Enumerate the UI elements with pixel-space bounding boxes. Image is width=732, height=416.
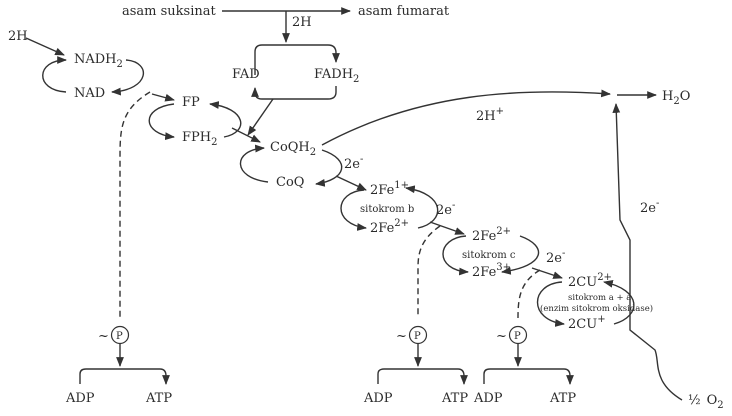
phosphate-symbol-2: P	[414, 331, 421, 342]
fp-label: FP	[182, 95, 200, 110]
fadh2-label: FADH2	[314, 67, 359, 85]
cyt-b-cycle-right-arrow	[405, 185, 439, 229]
coq-cycle-right-arrow	[315, 149, 343, 187]
cyt-c-top-label: 2Fe2+	[472, 226, 511, 244]
electrons-label-1: 2e-	[344, 154, 363, 172]
left-2h-label: 2H	[8, 29, 28, 44]
cyt-b-name: sitokrom b	[360, 204, 414, 215]
nadh2-label: NADH2	[74, 52, 123, 70]
atp-label-1: ATP	[145, 391, 172, 406]
adp-to-atp-arrow-2	[377, 368, 468, 385]
cyt-a-subname: (enzim sitokrom oksidase)	[540, 303, 653, 314]
coqh2-label: CoQH2	[270, 140, 316, 158]
water-label: H2O	[662, 89, 690, 107]
coq-to-cyt-b-arrow	[335, 175, 367, 191]
fadh2-to-coq-arrow	[247, 98, 274, 136]
fph2-to-coq-arrow	[231, 127, 261, 143]
atp-label-3: ATP	[549, 391, 576, 406]
phosphate-circle-2	[408, 325, 428, 345]
proton-to-water-arrow	[321, 89, 611, 146]
nad-label: NAD	[74, 86, 105, 101]
cyt-c-cycle-right-arrow	[501, 235, 540, 275]
cyt-b-top-label: 2Fe1+	[370, 180, 409, 198]
cyt-a-cycle-right-arrow	[603, 279, 635, 325]
phosphorylation-dashed-link-3	[517, 269, 541, 319]
succinate-2h-label: 2H	[292, 15, 312, 30]
cyt-b-bottom-label: 2Fe2+	[370, 218, 409, 236]
cyt-b-cycle-left-arrow	[340, 189, 367, 231]
cyt-c-name: sitokrom c	[462, 250, 516, 261]
adp-label-2: ADP	[363, 391, 393, 406]
coq-cycle-left-arrow	[239, 144, 269, 183]
cyt-b-to-cyt-c-arrow	[429, 221, 465, 235]
adp-label-3: ADP	[473, 391, 503, 406]
cyt-a-name: sitokrom a + a	[568, 293, 631, 303]
fph2-label: FPH2	[182, 130, 217, 148]
adp-label-1: ADP	[65, 391, 95, 406]
phosphate-circle-1	[110, 325, 130, 345]
electrons-label-3: 2e-	[546, 248, 565, 266]
nad-cycle-left-arrow	[42, 56, 67, 93]
phosphorylation-dashed-link-2	[417, 225, 441, 318]
cyt-c-cycle-left-arrow	[442, 235, 469, 276]
phosphate-tilde-3: ~	[496, 329, 507, 344]
left-2h-arrow	[25, 37, 65, 56]
fumarate-label: asam fumarat	[358, 4, 450, 19]
nad-to-fp-arrow	[151, 93, 175, 102]
adp-to-atp-arrow-3	[483, 368, 574, 385]
cyt-a-cycle-left-arrow	[537, 281, 565, 327]
phosphate-tilde-2: ~	[396, 329, 407, 344]
oxygen-to-water-arrow	[612, 103, 683, 401]
phosphorylation-dashed-link-1	[119, 91, 151, 318]
phosphate-circle-3	[508, 325, 528, 345]
fad-cycle-top-arrow	[254, 44, 340, 75]
cyt-c-to-cyt-a-arrow	[531, 267, 563, 279]
coq-label: CoQ	[276, 175, 304, 190]
phosphate-symbol-3: P	[514, 331, 521, 342]
atp-label-2: ATP	[441, 391, 468, 406]
fp-cycle-right-arrow	[209, 101, 242, 138]
fp-cycle-left-arrow	[148, 103, 175, 141]
adp-to-atp-arrow-1	[79, 368, 170, 385]
fad-cycle-bottom-arrow	[251, 86, 337, 100]
electrons-label-2: 2e-	[436, 200, 455, 218]
phosphate-symbol-1: P	[116, 331, 123, 342]
succinate-label: asam suksinat	[122, 4, 217, 19]
proton-label: 2H+	[476, 106, 504, 124]
nad-cycle-right-arrow	[111, 59, 144, 96]
cyt-a-bottom-label: 2CU+	[568, 314, 606, 332]
phosphate-tilde-1: ~	[98, 329, 109, 344]
cyt-a-top-label: 2CU2+	[568, 272, 612, 290]
fad-label: FAD	[232, 67, 260, 82]
electrons-label-4: 2e-	[640, 198, 659, 216]
